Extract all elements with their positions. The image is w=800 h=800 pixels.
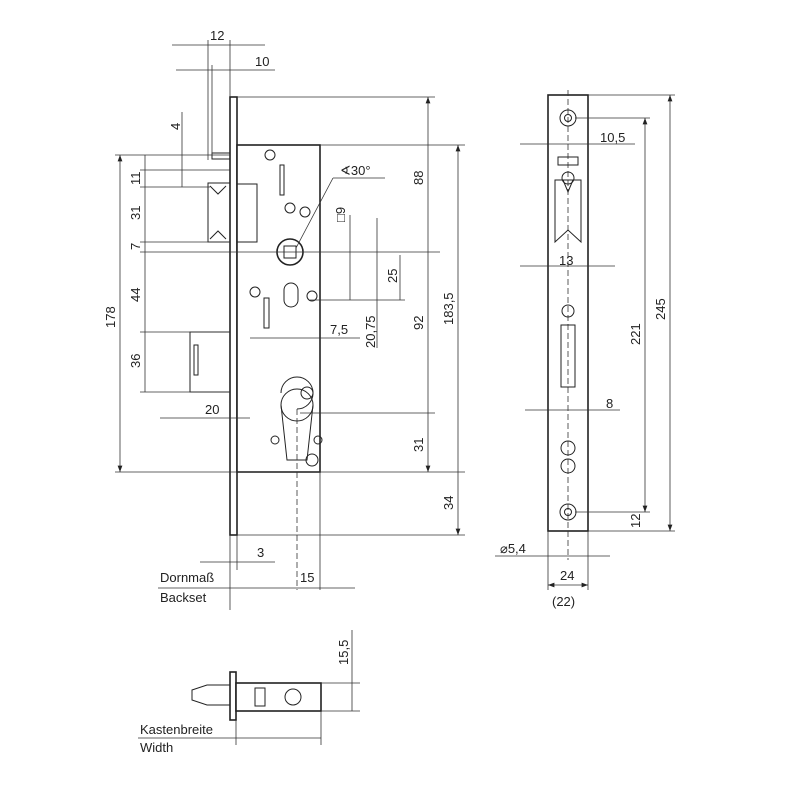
dimension-label: 31 xyxy=(411,438,426,452)
width-label-de: Kastenbreite xyxy=(140,722,213,737)
dead-bolt xyxy=(189,331,231,393)
dim-12: 12 xyxy=(210,28,224,43)
faceplate xyxy=(229,96,238,536)
dimension-label: 7 xyxy=(128,243,143,250)
dimension-label: 20,75 xyxy=(363,315,378,348)
dimension-label: 31 xyxy=(128,206,143,220)
dimension-label: ∢30° xyxy=(340,163,371,178)
latch-bolt xyxy=(207,182,231,243)
dimension-label: (22) xyxy=(552,594,575,609)
dimension-label: 7,5 xyxy=(330,322,348,337)
dimension-label: 25 xyxy=(385,269,400,283)
dimension-label: 88 xyxy=(411,171,426,185)
dimension-label: 36 xyxy=(128,354,143,368)
dimension-label: 178 xyxy=(103,306,118,328)
backset-label-de: Dornmaß xyxy=(160,570,214,585)
dimension-label: 20 xyxy=(205,402,219,417)
dimension-label: 10,5 xyxy=(600,130,625,145)
dimension-label: 12 xyxy=(628,514,643,528)
dimension-label: 3 xyxy=(257,545,264,560)
dimension-label: 183,5 xyxy=(441,292,456,325)
lock-case xyxy=(236,144,321,473)
top-view: 15,5 Kastenbreite Width xyxy=(138,630,360,755)
front-dimensions: 12 10 4 11 31 7 44 36 178 88 92 31 183,5… xyxy=(103,28,465,605)
front-view xyxy=(189,96,323,610)
backset-label-en: Backset xyxy=(160,590,207,605)
dimension-label: 44 xyxy=(128,288,143,302)
dim-4: 4 xyxy=(168,123,183,130)
dimension-label: ⌀5,4 xyxy=(500,541,526,556)
width-label-en: Width xyxy=(140,740,173,755)
dimension-label: □9 xyxy=(333,207,348,222)
dimension-label: 11 xyxy=(128,172,143,186)
dimension-label: 34 xyxy=(441,496,456,510)
strike-faceplate xyxy=(547,94,589,532)
dimension-label: 8 xyxy=(606,396,613,411)
dimension-label: 24 xyxy=(560,568,574,583)
dimension-label: 245 xyxy=(653,298,668,320)
dimension-label: 221 xyxy=(628,323,643,345)
dimension-label: 15 xyxy=(300,570,314,585)
dimension-label: 13 xyxy=(559,253,573,268)
dimension-label: 92 xyxy=(411,316,426,330)
dim-10: 10 xyxy=(255,54,269,69)
strike-view: 10,5 13 8 221 245 12 ⌀5,4 24 (22) xyxy=(495,90,675,609)
dimension-label: 15,5 xyxy=(336,640,351,665)
